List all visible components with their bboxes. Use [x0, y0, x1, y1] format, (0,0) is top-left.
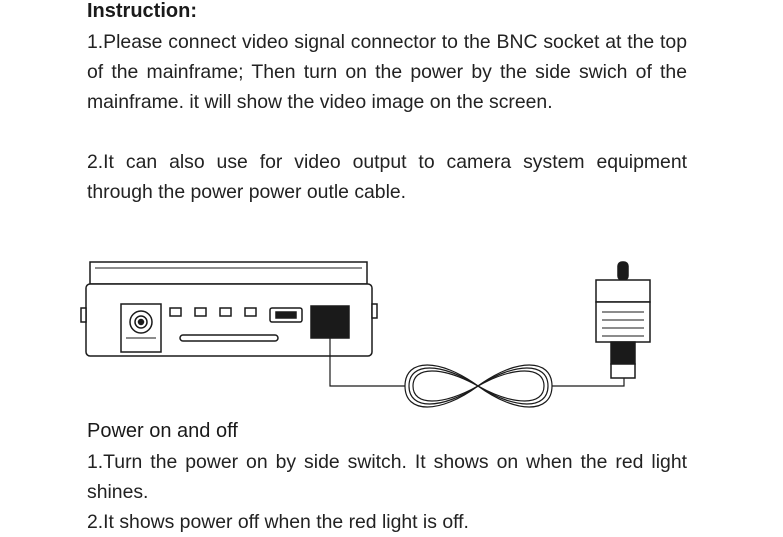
power-heading: Power on and off [87, 420, 238, 442]
connection-diagram [80, 261, 651, 408]
plug-connector-illustration [595, 261, 651, 379]
power-cable-illustration [329, 338, 625, 408]
power-step-1: 1.Turn the power on by side switch. It s… [87, 451, 687, 503]
power-step-2: 2.It shows power off when the red light … [87, 511, 469, 533]
mainframe-illustration [80, 261, 378, 357]
instruction-step-1: 1.Please connect video signal connector … [87, 31, 687, 113]
bnc-socket-icon [120, 303, 162, 353]
control-buttons [169, 307, 257, 317]
instruction-heading: Instruction: [87, 0, 197, 22]
instruction-step-2: 2.It can also use for video output to ca… [87, 151, 687, 203]
